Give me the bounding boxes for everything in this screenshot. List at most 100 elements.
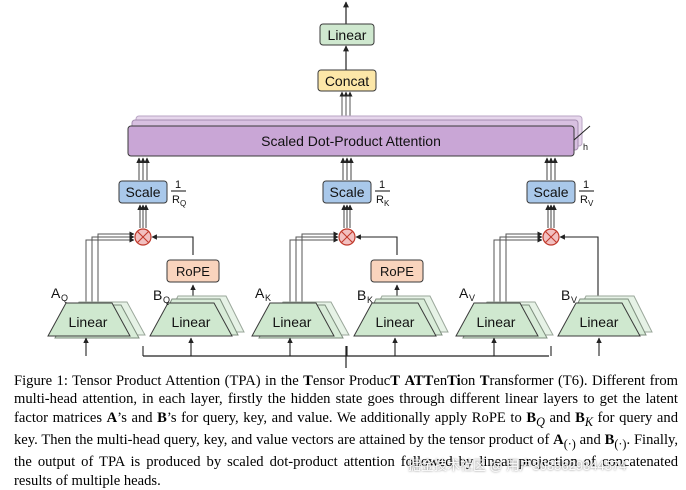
a-subscript: K [265, 293, 271, 303]
caption-bold: A [553, 432, 564, 449]
caption-text: on [460, 373, 480, 389]
fraction-denominator: R [580, 194, 588, 206]
linear-a-front [455, 302, 539, 337]
a-label: A [255, 285, 265, 301]
caption-text: and [575, 432, 605, 449]
linear-a-front [47, 302, 131, 337]
caption-bold: B [604, 432, 615, 449]
linear-b-front [353, 302, 437, 337]
caption-bold: B [157, 409, 167, 426]
caption-text: ’s and [117, 409, 158, 426]
linear-a-stack: Linear [47, 301, 146, 339]
linear-b-label: Linear [376, 314, 415, 330]
scale-box: Scale [526, 180, 576, 204]
a-label: A [459, 285, 469, 301]
tensor-product-icon [134, 228, 152, 246]
fraction-subscript: V [588, 199, 594, 208]
linear-b-stack: Linear [557, 295, 653, 337]
watermark: 掘金技术社区 @ 用户3035629344574 [408, 458, 627, 473]
caption-text: ensor Produc [312, 373, 391, 389]
a-label: A [51, 285, 61, 301]
b-label: B [561, 287, 570, 303]
caption-text: en [433, 373, 448, 389]
concat-box: Concat [317, 69, 377, 92]
scale-label: Scale [533, 184, 568, 200]
rope-box: RoPE [166, 259, 220, 283]
b-subscript: V [571, 295, 577, 305]
fraction-numerator: 1 [175, 179, 181, 191]
linear-a-label: Linear [273, 314, 312, 330]
linear-b-front [557, 302, 641, 337]
tpa-diagram: Linear Concat Scaled Dot-Product Attenti… [47, 1, 653, 368]
caption-bold: B [575, 409, 585, 426]
scale-box: Scale [118, 180, 168, 204]
caption-bold: A [106, 409, 118, 426]
fraction-subscript: Q [180, 199, 186, 208]
caption-sub: (·) [563, 437, 576, 452]
a-subscript: V [469, 293, 475, 303]
linear-b-front [149, 302, 233, 337]
top-linear-label: Linear [328, 27, 367, 43]
linear-a-stack: Linear [455, 301, 554, 339]
linear-b-label: Linear [172, 314, 211, 330]
fraction-denominator: R [172, 194, 180, 206]
tensor-product-icon [542, 228, 560, 246]
fraction-subscript: K [384, 199, 390, 208]
rope-label: RoPE [380, 264, 414, 279]
caption-sub: (·) [614, 437, 627, 452]
linear-a-label: Linear [477, 314, 516, 330]
b-subscript: K [367, 295, 373, 305]
caption-bold: B [526, 409, 537, 426]
scale-label: Scale [329, 184, 364, 200]
top-linear-box: Linear [319, 23, 375, 46]
linear-a-label: Linear [69, 314, 108, 330]
tensor-product-icon [338, 228, 356, 246]
linear-b-stack: Linear [149, 295, 245, 337]
scale-box: Scale [322, 180, 372, 204]
caption-sub: K [584, 414, 593, 429]
sdpa-stack: Scaled Dot-Product Attention h [127, 115, 591, 157]
linear-a-front [251, 302, 335, 337]
caption-text: for query and key. Then the multi-head q… [14, 409, 678, 449]
scale-label: Scale [125, 184, 160, 200]
caption-text: Tensor Product Attention (TPA) in the [72, 373, 304, 389]
caption-bold: T [390, 373, 400, 389]
rope-label: RoPE [176, 264, 210, 279]
caption-bold: Ti [447, 373, 461, 389]
caption-text: ’s for query, key, and value. We additio… [166, 409, 527, 426]
caption-text: . Finally, the output of TPA is produced… [14, 432, 678, 489]
figure-label: Figure 1: [14, 373, 68, 389]
fraction-numerator: 1 [583, 179, 589, 191]
linear-b-stack: Linear [353, 295, 449, 337]
caption-bold: T [479, 373, 490, 389]
caption-text: Different from multi-head attention, in … [14, 373, 679, 426]
concat-label: Concat [325, 73, 369, 89]
b-subscript: Q [163, 295, 170, 305]
b-label: B [357, 287, 366, 303]
fraction-denominator: R [376, 194, 384, 206]
a-subscript: Q [61, 293, 68, 303]
linear-a-stack: Linear [251, 301, 350, 339]
figure-caption: Figure 1: Tensor Product Attention (TPA)… [14, 372, 678, 490]
linear-b-label: Linear [580, 314, 619, 330]
caption-text: ransformer (T6). [489, 373, 588, 389]
caption-bold: ATT [404, 373, 434, 389]
sdpa-label: Scaled Dot-Product Attention [261, 133, 441, 149]
caption-sub: Q [536, 414, 545, 429]
fraction-numerator: 1 [379, 179, 385, 191]
b-label: B [153, 287, 162, 303]
heads-label: h [583, 142, 588, 152]
caption-bold: T [303, 373, 313, 389]
